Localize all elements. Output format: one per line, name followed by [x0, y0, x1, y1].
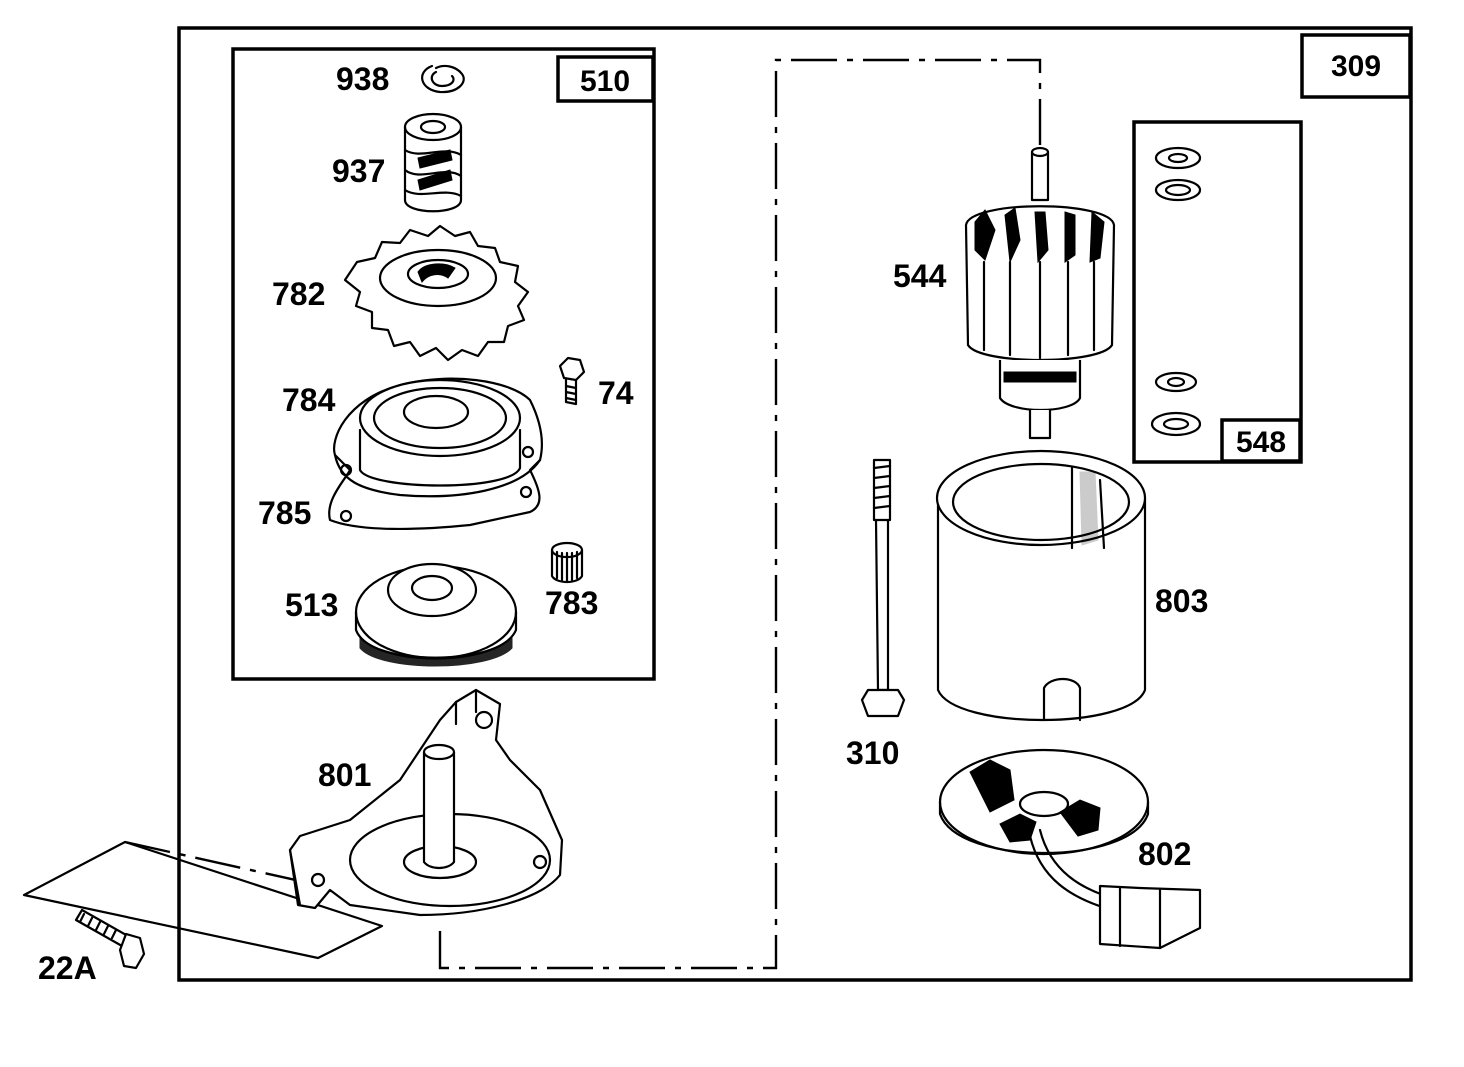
- pinion-gear-782: [343, 224, 530, 362]
- washer-set-548: [1150, 146, 1202, 437]
- label-803: 803: [1155, 583, 1208, 619]
- drive-end-housing-801: [288, 688, 564, 917]
- assembly-frame: [177, 26, 1413, 982]
- label-938: 938: [336, 61, 389, 97]
- drive-nut-937: [403, 112, 463, 213]
- label-782: 782: [272, 276, 325, 312]
- box-309-frame: [1300, 33, 1412, 99]
- armature-544: [964, 146, 1116, 440]
- label-544: 544: [893, 258, 947, 294]
- label-510: 510: [580, 65, 630, 98]
- label-513: 513: [285, 587, 338, 623]
- brush-plate-802: [938, 748, 1202, 950]
- retaining-clip-938: [421, 64, 465, 94]
- motor-housing-803: [935, 449, 1147, 722]
- label-309: 309: [1331, 50, 1381, 83]
- label-783: 783: [545, 585, 598, 621]
- bolt-22a: [74, 908, 146, 970]
- box-510-frame: [556, 55, 655, 103]
- connector-line-bolt: [124, 840, 319, 887]
- connector-line-armature: [438, 58, 1042, 970]
- label-22a: 22A: [38, 950, 97, 986]
- box-548-frame: [1220, 418, 1302, 463]
- small-gear-783: [550, 541, 584, 584]
- label-801: 801: [318, 757, 371, 793]
- kit-510-frame: [231, 47, 656, 681]
- kit-548-frame: [1132, 120, 1303, 464]
- label-74: 74: [598, 375, 634, 411]
- label-937: 937: [332, 153, 385, 189]
- through-bolt-310: [860, 458, 906, 718]
- label-548: 548: [1236, 426, 1286, 459]
- drive-cover-784: [328, 377, 544, 530]
- ring-gear-513: [354, 562, 518, 667]
- screw-74: [558, 356, 586, 406]
- label-784: 784: [282, 382, 336, 418]
- label-802: 802: [1138, 836, 1191, 872]
- bolt-plane-outline: [22, 840, 384, 960]
- label-785: 785: [258, 495, 311, 531]
- label-310: 310: [846, 735, 899, 771]
